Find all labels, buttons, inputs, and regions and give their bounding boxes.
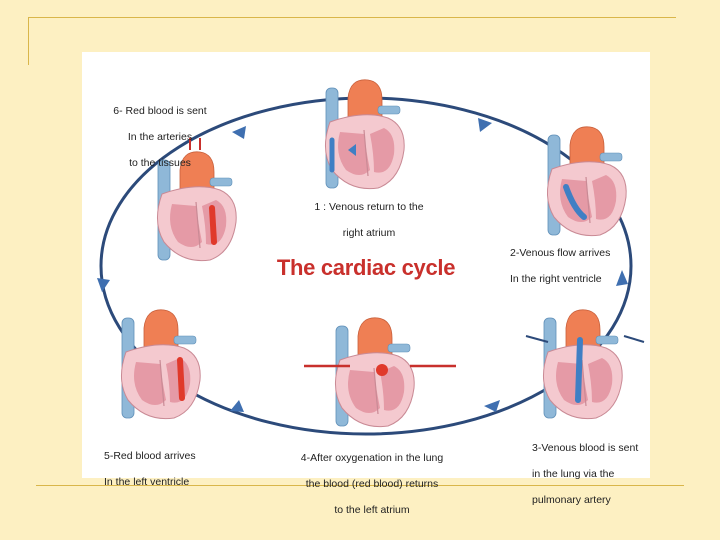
cardiac-cycle-diagram: The cardiac cycle 1 : Venous return to t…: [82, 52, 650, 516]
flow-arrow-icon: [478, 118, 492, 132]
heart-illustration-1: [324, 79, 405, 190]
heart-illustration-2: [546, 126, 627, 237]
diagram-title: The cardiac cycle: [276, 255, 456, 280]
step-3-caption: 3-Venous blood is sent in the lung via t…: [532, 442, 639, 506]
heart-illustration-4: [304, 317, 456, 428]
heart-illustration-6: [156, 138, 237, 262]
step-2-caption: 2-Venous flow arrives In the right ventr…: [510, 247, 611, 285]
step-6-caption: 6- Red blood is sent In the arteries to …: [113, 105, 207, 169]
frame-left-line: [28, 17, 29, 65]
heart-illustration-5: [120, 309, 201, 420]
flow-arrow-icon: [484, 400, 500, 412]
flow-arrow-icon: [232, 126, 246, 139]
flow-arrow-icon: [97, 278, 110, 292]
step-5-caption: 5-Red blood arrives In the left ventricl…: [104, 450, 196, 488]
step-1-caption: 1 : Venous return to the right atrium: [314, 201, 424, 239]
frame-bottom-line: [36, 485, 684, 486]
frame-top-line: [28, 17, 676, 18]
flow-arrow-icon: [616, 270, 628, 286]
step-4-caption: 4-After oxygenation in the lung the bloo…: [300, 452, 444, 516]
flow-arrow-icon: [230, 400, 244, 412]
diagram-canvas: [97, 79, 645, 436]
heart-illustration-3: [525, 309, 645, 420]
